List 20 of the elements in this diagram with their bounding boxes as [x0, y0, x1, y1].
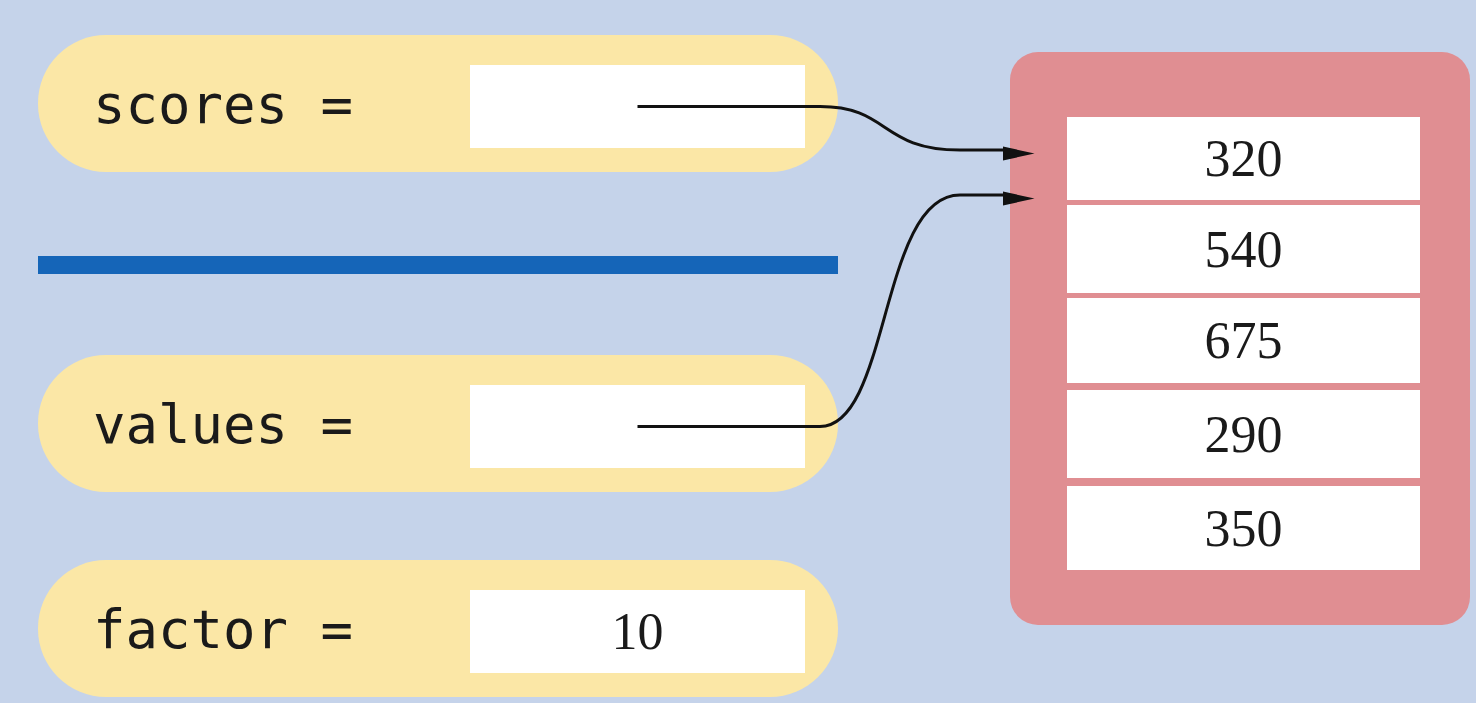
number-value: 10: [611, 602, 664, 661]
number-value: 350: [1204, 498, 1283, 558]
array-cell: [1067, 390, 1420, 478]
arrow: [637, 105, 1035, 161]
value-slot: [470, 65, 805, 148]
number-value: 290: [1204, 404, 1283, 464]
number-value: 675: [1204, 311, 1283, 370]
arrow: [637, 191, 1035, 428]
array-cell: [1067, 205, 1420, 293]
value-slot: [470, 590, 805, 673]
variable-name: values =: [93, 392, 354, 455]
array-cell: [1067, 117, 1420, 200]
number-value: 320: [1204, 129, 1283, 188]
array-cell: [1067, 298, 1420, 383]
array-box: [1010, 52, 1470, 625]
array-cell: [1067, 486, 1420, 570]
variable-name: factor =: [93, 597, 354, 660]
variable-name: scores =: [93, 72, 354, 135]
value-slot: [470, 385, 805, 468]
number-value: 540: [1204, 219, 1283, 279]
